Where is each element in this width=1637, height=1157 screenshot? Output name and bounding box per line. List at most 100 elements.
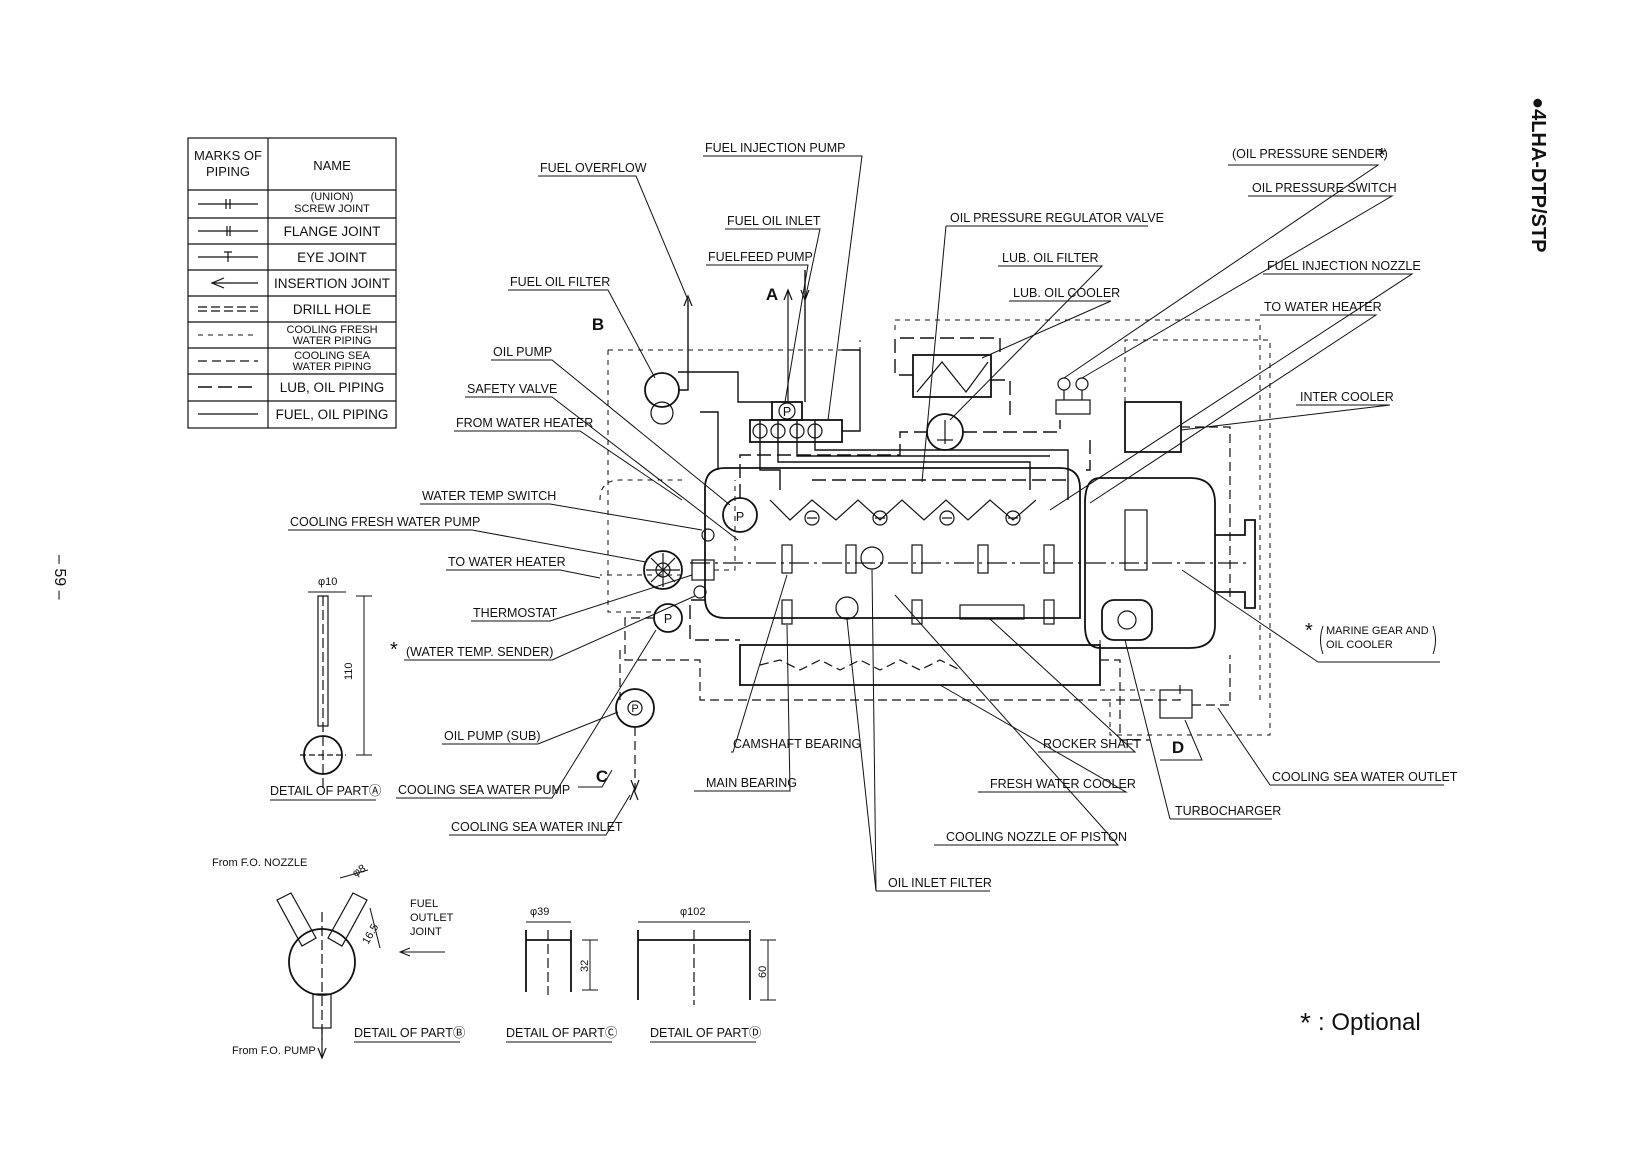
legend-name-1a: (UNION) (311, 191, 354, 203)
label-cooling-sea-water-inlet: COOLING SEA WATER INLET (451, 820, 623, 834)
label-oil-pressure-sender: (OIL PRESSURE SENDER) (1232, 147, 1388, 161)
label-oil-pump: OIL PUMP (493, 345, 552, 359)
label-rocker-shaft: ROCKER SHAFT (1043, 737, 1141, 751)
detail-d-dia: φ102 (680, 906, 706, 918)
label-oil-pressure-sender-star: * (1378, 145, 1386, 167)
oil-pressure-switch-gauge (1075, 377, 1089, 391)
fresh-water-piping (599, 319, 1271, 736)
legend-name-5: DRILL HOLE (293, 302, 371, 317)
label-fuel-overflow: FUEL OVERFLOW (540, 161, 647, 175)
mark-flange-joint (198, 226, 258, 236)
legend-name-7b: WATER PIPING (293, 361, 372, 373)
legend-name-2: FLANGE JOINT (284, 224, 381, 239)
label-lub-oil-filter: LUB. OIL FILTER (1002, 251, 1099, 265)
flywheel-housing (1084, 477, 1216, 649)
mark-eye-joint (198, 251, 258, 262)
water-temp-switch (701, 528, 715, 542)
label-lub-oil-cooler: LUB. OIL COOLER (1013, 286, 1120, 300)
label-safety-valve: SAFETY VALVE (467, 382, 557, 396)
label-oil-pressure-regulator-valve: OIL PRESSURE REGULATOR VALVE (950, 211, 1164, 225)
fuel-injection-nozzles (769, 499, 1037, 526)
lub-oil-cooler-zigzag (916, 361, 989, 393)
detail-b-len: 16.5 (360, 922, 381, 947)
legend-name-7a: COOLING SEA (294, 350, 370, 362)
footnote-star: * (1300, 1007, 1311, 1038)
label-fuel-oil-inlet: FUEL OIL INLET (727, 214, 821, 228)
model-title: ●4LHA-DTP/STP (1527, 97, 1549, 252)
detail-c-h: 32 (579, 960, 591, 972)
water-temp-sender (693, 585, 707, 599)
label-water-temp-switch: WATER TEMP SWITCH (422, 489, 556, 503)
sea-water-piping (619, 426, 1231, 790)
piping-legend: MARKS OF PIPING NAME (UNION) SCREW JOINT… (187, 137, 397, 429)
lub-oil-piping (689, 337, 1091, 641)
rocker-shaft-bar (959, 604, 1025, 620)
label-cooling-sea-water-pump: COOLING SEA WATER PUMP (398, 783, 570, 797)
fuel-injection-pump-block (749, 419, 843, 443)
mark-drill-hole (198, 306, 258, 312)
lub-oil-cooler-box (912, 354, 992, 398)
detail-c-caption: DETAIL OF PARTⒸ (506, 1026, 618, 1040)
engine-schematic: P P P P (599, 270, 1271, 801)
label-cooling-fresh-water-pump: COOLING FRESH WATER PUMP (290, 515, 480, 529)
legend-col-marks-1: MARKS OF (194, 148, 262, 163)
oil-inlet-filter-2 (835, 596, 859, 620)
label-fresh-water-cooler: FRESH WATER COOLER (990, 777, 1136, 791)
detail-b-joint-3: JOINT (410, 926, 442, 938)
label-fuel-injection-pump: FUEL INJECTION PUMP (705, 141, 846, 155)
legend-col-marks-2: PIPING (206, 164, 250, 179)
detail-b-from-pump: From F.O. PUMP (232, 1045, 316, 1057)
legend-name-6a: COOLING FRESH (286, 324, 377, 336)
cooling-fresh-water-pump (643, 550, 683, 590)
page-number: – 59 – (51, 555, 68, 600)
detail-a-dia: φ10 (318, 576, 337, 588)
label-oil-pump-sub: OIL PUMP (SUB) (444, 729, 541, 743)
fuelfeed-pump-mark: P (783, 405, 791, 419)
legend-col-name: NAME (313, 158, 351, 173)
detail-a: φ10 110 DETAIL OF PARTⒶ (270, 576, 382, 801)
label-fuel-oil-filter: FUEL OIL FILTER (510, 275, 610, 289)
detail-a-caption: DETAIL OF PARTⒶ (270, 784, 382, 798)
fresh-water-cooler (739, 644, 1101, 686)
legend-name-6b: WATER PIPING (293, 335, 372, 347)
detail-b-from-nozzle: From F.O. NOZZLE (212, 857, 307, 869)
mark-insertion-joint (210, 277, 258, 289)
label-camshaft-bearing: CAMSHAFT BEARING (733, 737, 861, 751)
output-flange (1215, 519, 1256, 609)
label-water-temp-sender: (WATER TEMP. SENDER) (406, 645, 553, 659)
label-thermostat: THERMOSTAT (473, 606, 558, 620)
detail-b-joint-2: OUTLET (410, 912, 454, 924)
label-fuel-injection-nozzle: FUEL INJECTION NOZZLE (1267, 259, 1421, 273)
legend-name-1b: SCREW JOINT (294, 203, 370, 215)
detail-c-dia: φ39 (530, 906, 549, 918)
label-main-bearing: MAIN BEARING (706, 776, 797, 790)
legend-name-3: EYE JOINT (297, 250, 367, 265)
label-inter-cooler: INTER COOLER (1300, 390, 1394, 404)
marker-b: B (592, 315, 604, 334)
cylinder-bank (781, 544, 1055, 625)
sea-water-pump-mark: P (664, 612, 672, 626)
detail-c: φ39 32 DETAIL OF PARTⒸ (506, 906, 618, 1043)
label-marine-gear-2: OIL COOLER (1326, 639, 1393, 651)
legend-name-9: FUEL, OIL PIPING (276, 407, 389, 422)
fuelfeed-pump-box (771, 401, 803, 421)
detail-d: φ102 60 DETAIL OF PARTⒹ (637, 906, 776, 1043)
detail-b-dia: φ8 (351, 863, 368, 880)
legend-name-8: LUB, OIL PIPING (280, 380, 385, 395)
turbocharger-body (1101, 599, 1153, 641)
label-to-water-heater-left: TO WATER HEATER (448, 555, 566, 569)
oil-inlet-filter-1 (860, 546, 884, 570)
fuel-oil-piping (678, 270, 1069, 500)
detail-a-len: 110 (343, 662, 355, 680)
label-oil-inlet-filter: OIL INLET FILTER (888, 876, 992, 890)
label-fuelfeed-pump: FUELFEED PUMP (708, 250, 813, 264)
legend-name-4: INSERTION JOINT (274, 276, 390, 291)
oil-pump-sub-mark: P (631, 703, 638, 715)
detail-b-caption: DETAIL OF PARTⒷ (354, 1026, 466, 1040)
footnote-text: : Optional (1318, 1009, 1421, 1036)
oil-pressure-sender-gauge (1057, 377, 1071, 391)
detail-d-h: 60 (757, 966, 769, 978)
oil-pump-mark: P (736, 510, 744, 524)
inter-cooler-box (1124, 401, 1182, 453)
